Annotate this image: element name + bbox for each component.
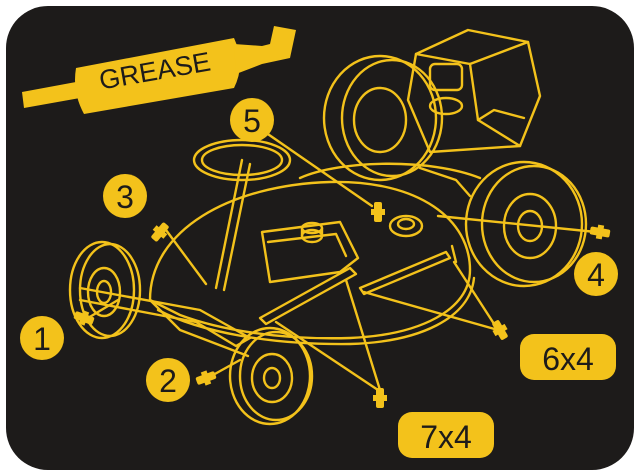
callout-4-label: 4: [587, 257, 605, 293]
callout-5-label: 5: [243, 103, 261, 139]
callout-4: 4: [574, 252, 618, 296]
callout-3: 3: [103, 174, 147, 218]
callout-5: 5: [230, 98, 274, 142]
multiplier-6x4: 6x4: [520, 334, 616, 380]
grease-fitting-icon: [589, 223, 611, 240]
multiplier-7x4: 7x4: [398, 412, 494, 458]
callout-2: 2: [146, 358, 190, 402]
grease-fitting-icon: [72, 308, 96, 328]
grease-fitting-icon: [194, 368, 218, 388]
grease-fitting-icon: [371, 202, 385, 222]
callout-2-label: 2: [159, 363, 177, 399]
multiplier-6x4-label: 6x4: [542, 341, 594, 377]
callout-1: 1: [20, 316, 64, 360]
callout-1-label: 1: [33, 321, 51, 357]
grease-fitting-icon: [373, 388, 387, 408]
callout-3-label: 3: [116, 179, 134, 215]
multiplier-7x4-label: 7x4: [420, 419, 472, 455]
